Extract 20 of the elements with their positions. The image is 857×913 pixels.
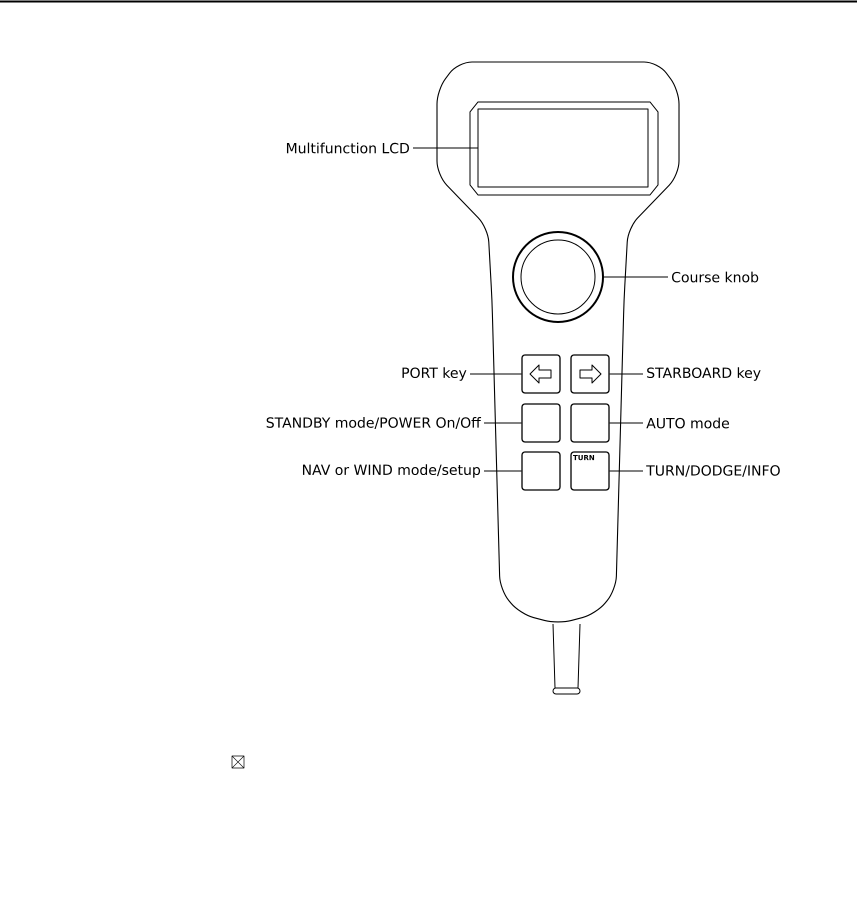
arrow-key [521,354,561,394]
part-label: Multifunction LCD [286,142,409,154]
part-label: STARBOARD key [647,367,761,381]
lcd-screen [478,108,648,188]
key [570,403,610,443]
key [521,451,561,491]
course-knob [512,231,604,323]
leader-line [609,470,644,472]
part-label: TURN/DODGE/INFO [646,465,780,477]
part-label: Course knob [672,272,758,282]
part-label: PORT key [402,367,466,381]
arrow-key [570,354,610,394]
leader-line [609,422,644,424]
leader-line [604,276,668,278]
leader-line [484,470,522,472]
part-label: STANDBY mode/POWER On/Off [266,417,482,429]
part-label: NAV or WIND mode/setup [302,464,480,478]
key [521,403,561,443]
leader-line [484,422,522,424]
part-label: AUTO mode [646,418,729,428]
